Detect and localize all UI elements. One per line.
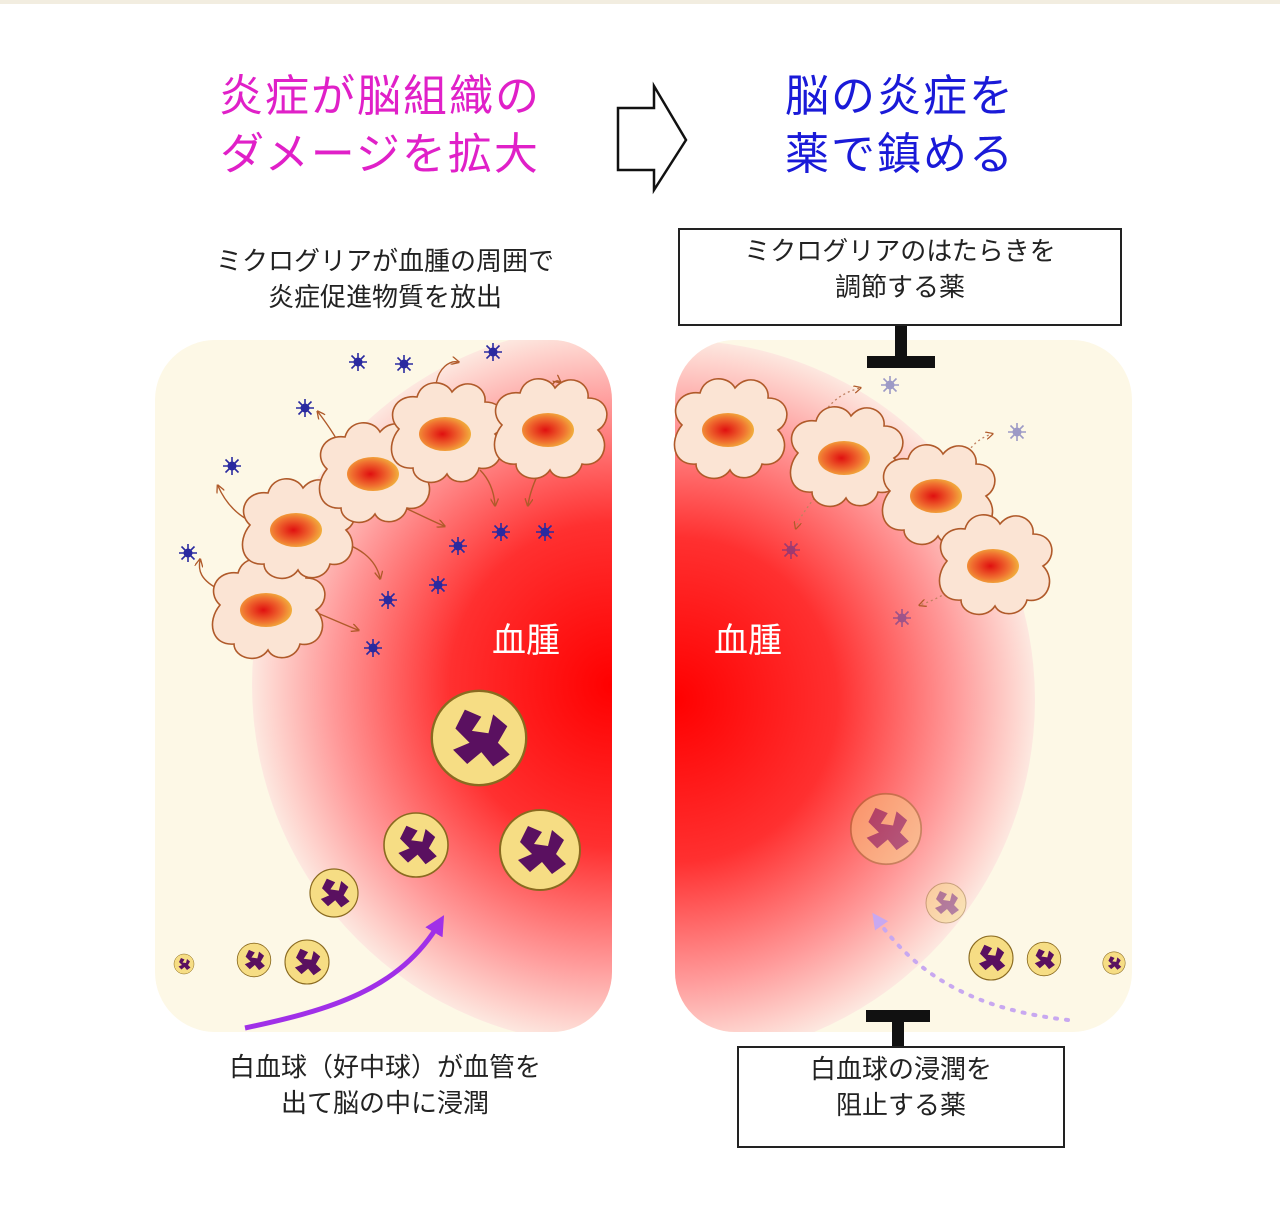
cytokine-icon [880, 375, 900, 395]
neutrophil [173, 953, 195, 975]
neutrophil [499, 809, 581, 891]
left-microglia-caption: ミクログリアが血腫の周囲で 炎症促進物質を放出 [150, 244, 620, 316]
left-title-line2: ダメージを拡大 [220, 129, 540, 180]
microglia-drug-box: ミクログリアのはたらきを 調節する薬 [678, 228, 1122, 326]
microglia-inhibit-icon [867, 326, 935, 368]
right-hematoma [675, 340, 1035, 1032]
cytokine-icon [892, 608, 912, 628]
cytokine-icon [781, 540, 801, 560]
cytokine-icon [483, 342, 503, 362]
neutrophil [309, 868, 359, 918]
microglia-drug-line2: 調節する薬 [834, 273, 965, 303]
cytokine-icon [295, 398, 315, 418]
left-wbc-caption-line1: 白血球（好中球）が血管を [228, 1053, 541, 1083]
cytokine-icon [448, 536, 468, 556]
wbc-inhibit-icon [866, 1010, 930, 1048]
left-title: 炎症が脳組織の ダメージを拡大 [150, 68, 610, 184]
left-microglia-caption-line2: 炎症促進物質を放出 [267, 283, 502, 313]
left-wbc-caption: 白血球（好中球）が血管を 出て脳の中に浸潤 [150, 1050, 620, 1122]
neutrophil [236, 942, 272, 978]
cytokine-icon [348, 352, 368, 372]
wbc-drug-box: 白血球の浸潤を 阻止する薬 [737, 1046, 1065, 1148]
wbc-drug-line2: 阻止する薬 [835, 1091, 966, 1121]
left-microglia-caption-line1: ミクログリアが血腫の周囲で [215, 247, 554, 277]
right-title-line1: 脳の炎症を [785, 71, 1015, 122]
right-hematoma-label: 血腫 [714, 621, 782, 661]
neutrophil [1026, 941, 1062, 977]
cytokine-icon [363, 638, 383, 658]
cytokine-icon [428, 575, 448, 595]
neutrophil [925, 882, 967, 924]
left-hematoma-label: 血腫 [492, 621, 560, 661]
cytokine-icon [394, 354, 414, 374]
left-title-line1: 炎症が脳組織の [219, 71, 541, 122]
cytokine-icon [378, 590, 398, 610]
cytokine-icon [491, 522, 511, 542]
right-blocked-arrow [872, 912, 1070, 1022]
cytokine-icon [178, 543, 198, 563]
right-panel: 血腫 [673, 340, 1132, 1032]
cytokine-icon [222, 456, 242, 476]
neutrophil [284, 939, 330, 985]
neutrophil [383, 812, 449, 878]
microglia-drug-line1: ミクログリアのはたらきを [744, 237, 1056, 267]
cytokine-icon [535, 522, 555, 542]
cytokine-icon [1007, 422, 1027, 442]
left-panel: 血腫 [155, 340, 612, 1032]
neutrophil [1102, 951, 1126, 975]
left-vessel-arrow [244, 915, 445, 1031]
left-wbc-caption-line2: 出て脳の中に浸潤 [280, 1089, 489, 1119]
right-title-line2: 薬で鎮める [785, 129, 1015, 180]
transition-arrow-icon [616, 81, 688, 195]
neutrophil [968, 935, 1014, 981]
neutrophil [849, 792, 923, 866]
right-title: 脳の炎症を 薬で鎮める [690, 68, 1110, 184]
neutrophil [430, 689, 528, 787]
wbc-drug-line1: 白血球の浸潤を [809, 1055, 992, 1085]
